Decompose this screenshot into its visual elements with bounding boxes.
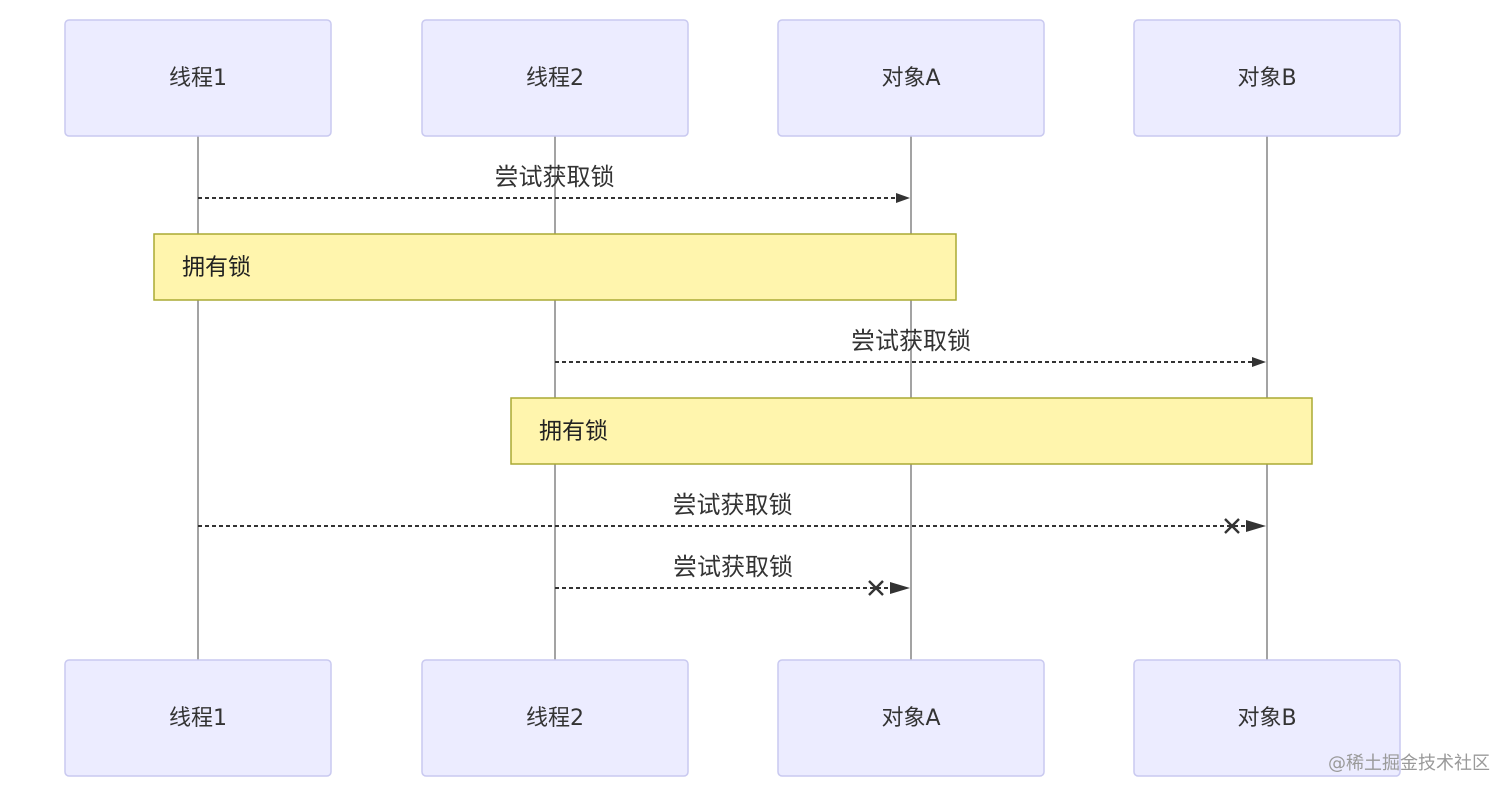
actor-label-top-a: 对象A	[881, 66, 940, 91]
actor-box-top-t2	[421, 19, 689, 137]
arrowhead-5	[890, 582, 910, 594]
message-label-0: 尝试获取锁	[495, 163, 615, 191]
actor-label-bottom-t1: 线程1	[169, 706, 227, 731]
cross-mark-b-4	[1224, 518, 1240, 534]
actor-label-bottom-t2: 线程2	[526, 706, 584, 731]
actor-label-top-t2: 线程2	[526, 66, 584, 91]
arrowhead-4	[1246, 520, 1266, 532]
actor-label-top-t1: 线程1	[169, 66, 227, 91]
arrowhead-0	[896, 193, 910, 203]
actor-box-bottom-b	[1133, 659, 1401, 777]
actor-box-top-a	[777, 19, 1045, 137]
message-label-2: 尝试获取锁	[851, 327, 971, 355]
note-box-1	[153, 233, 957, 301]
arrowhead-2	[1252, 357, 1266, 367]
actor-box-bottom-a	[777, 659, 1045, 777]
watermark-text: @稀土掘金技术社区	[1328, 753, 1490, 774]
note-box-3	[510, 397, 1313, 465]
message-label-5: 尝试获取锁	[673, 553, 793, 581]
actor-label-top-b: 对象B	[1237, 66, 1296, 91]
actor-box-bottom-t1	[64, 659, 332, 777]
actor-box-top-t1	[64, 19, 332, 137]
note-label-3: 拥有锁	[539, 419, 608, 445]
actor-label-bottom-b: 对象B	[1237, 706, 1296, 731]
message-label-4: 尝试获取锁	[673, 491, 793, 519]
note-label-1: 拥有锁	[182, 255, 251, 281]
actor-box-bottom-t2	[421, 659, 689, 777]
actor-box-top-b	[1133, 19, 1401, 137]
cross-mark-b-5	[868, 580, 884, 596]
actor-label-bottom-a: 对象A	[881, 706, 940, 731]
